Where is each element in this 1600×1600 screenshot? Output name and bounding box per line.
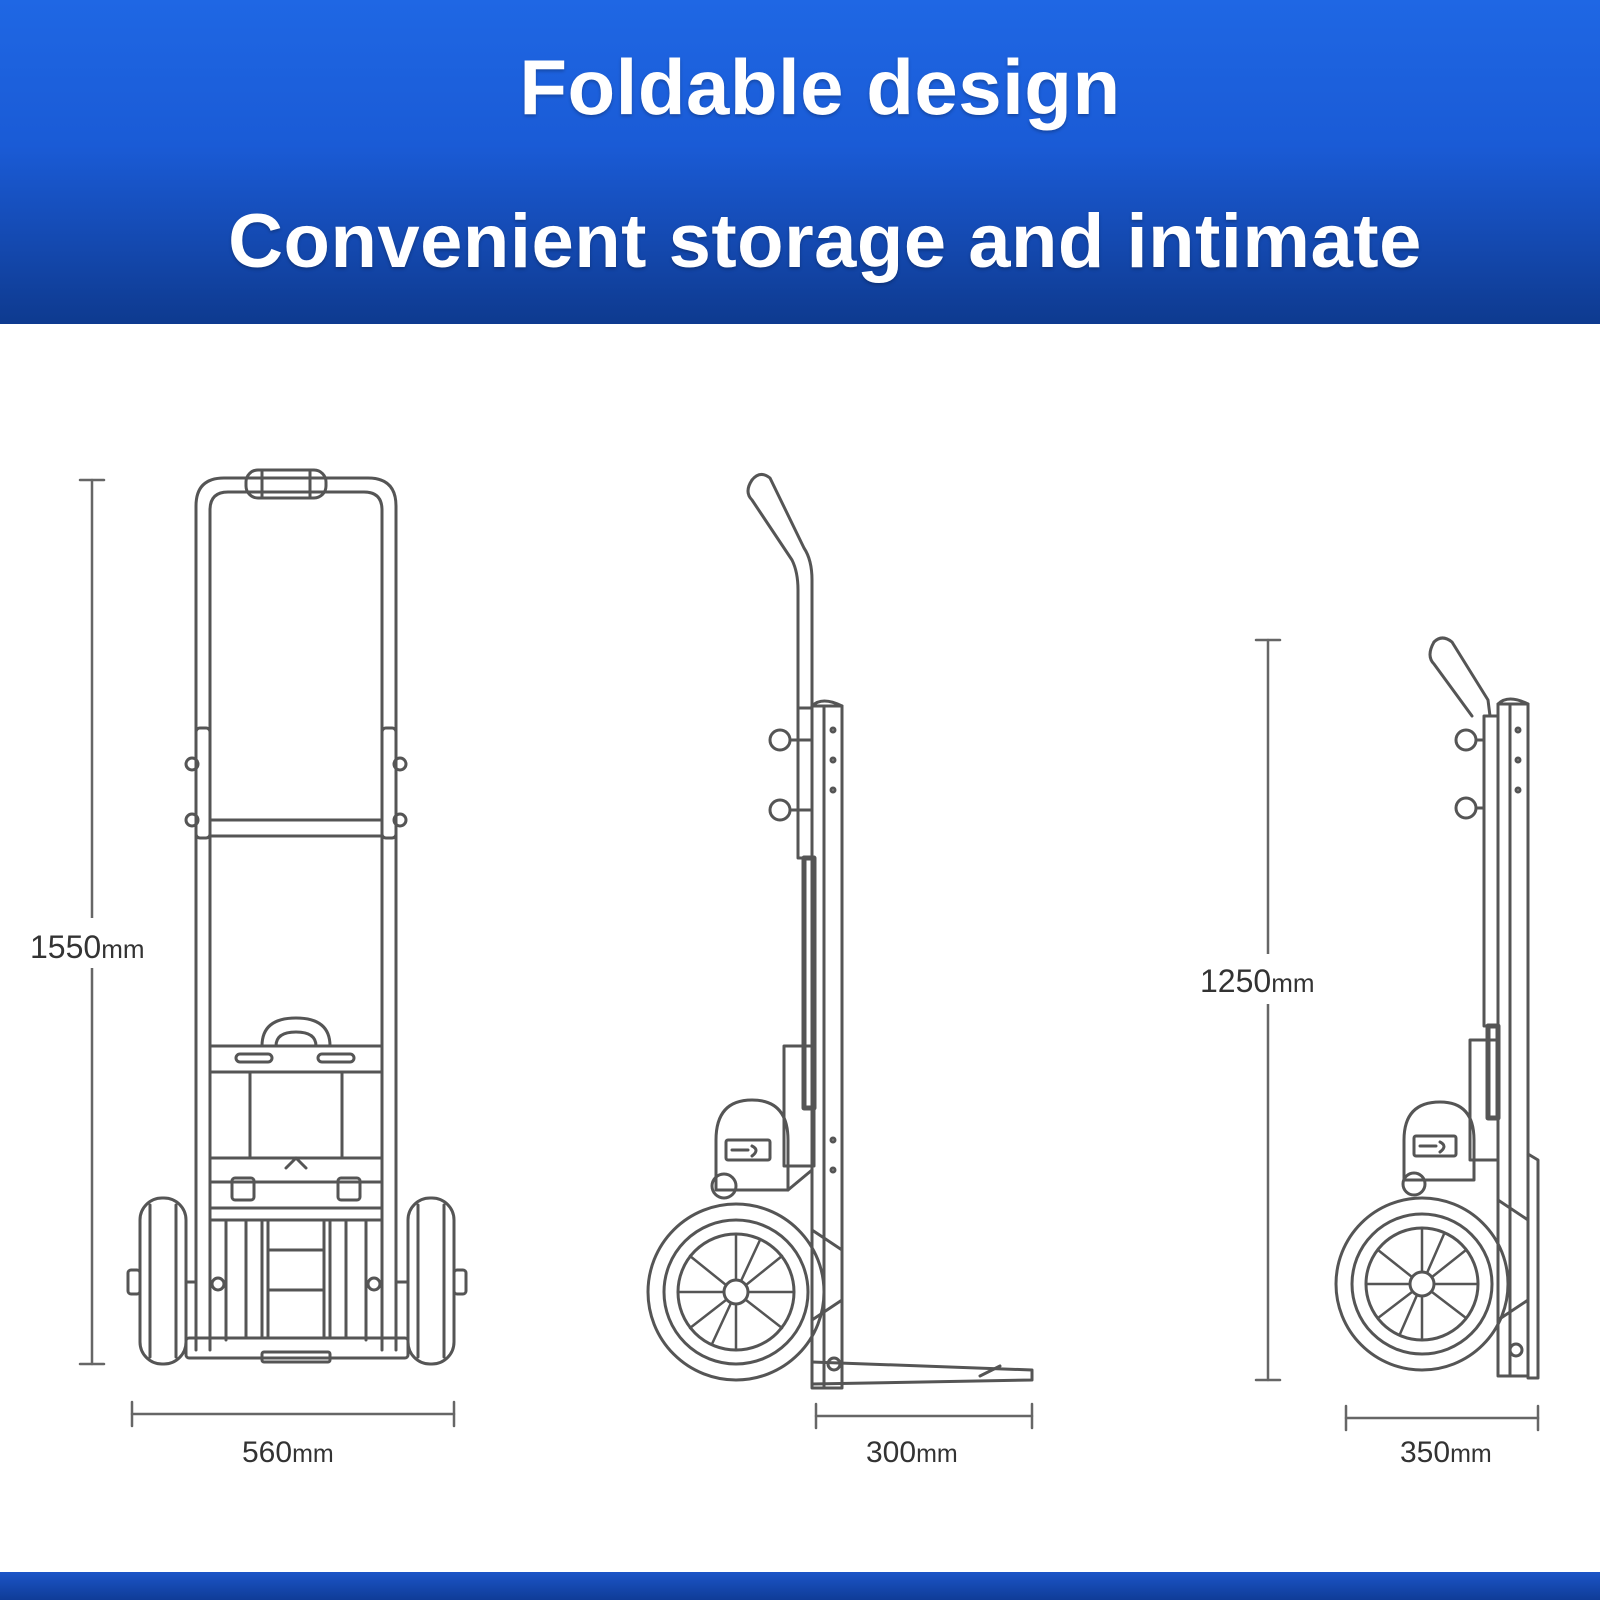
- folded-depth-label: 350mm: [1400, 1436, 1492, 1469]
- side-view-trolley: [646, 473, 1034, 1390]
- banner-subtitle: Convenient storage and intimate: [228, 199, 1422, 284]
- side-depth-label: 300mm: [866, 1436, 958, 1469]
- front-height-label: 1550mm: [30, 929, 145, 965]
- banner-title: Foldable design: [519, 43, 1121, 131]
- folded-view-trolley: [1334, 636, 1540, 1380]
- footer-bar: [0, 1572, 1600, 1600]
- folded-height-label: 1250mm: [1200, 963, 1315, 999]
- front-view-trolley: [126, 468, 468, 1366]
- front-width-label: 560mm: [242, 1436, 334, 1469]
- header-banner: Foldable design Convenient storage and i…: [0, 0, 1600, 324]
